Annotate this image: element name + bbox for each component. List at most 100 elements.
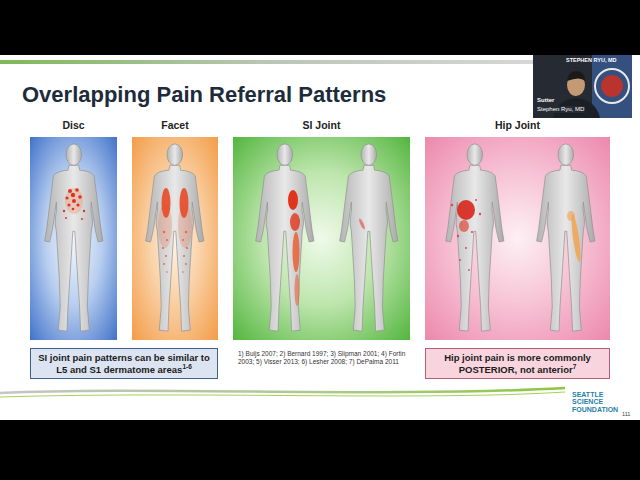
pain-pattern-panel: Hip Joint [425, 137, 610, 340]
hip-joint-pain-area [468, 269, 470, 271]
hip-joint-pain-area [479, 213, 481, 215]
si-joint-pain-area [290, 213, 300, 231]
hip-joint-pain-area [451, 199, 583, 271]
body-figures [537, 144, 595, 331]
note-text: SI joint pain patterns can be similar to… [31, 352, 217, 375]
body-figures [340, 144, 398, 331]
disc-pain-area [83, 210, 85, 212]
webcam-thumbnail [533, 55, 632, 118]
disc-pain-area [65, 188, 83, 214]
header-bar [0, 60, 533, 64]
disc-pain-area [63, 210, 65, 212]
facet-pain-area [183, 255, 185, 257]
si-joint-pain-area [295, 274, 300, 306]
pain-panels [30, 137, 117, 340]
si-joint-pain-area [288, 190, 366, 306]
webcam-thumbnail [601, 75, 623, 97]
note-box: Hip joint pain is more commonly POSTERIO… [425, 348, 610, 379]
hip-joint-pain-area [459, 220, 469, 232]
panel-heading: Hip Joint [415, 119, 620, 131]
disc-pain-area [68, 204, 71, 207]
pain-panels [233, 137, 410, 340]
facet-pain-area [165, 255, 167, 257]
hip-joint-pain-area [459, 259, 461, 261]
citation-superscript: 7 [573, 362, 577, 369]
note-body: Hip joint pain is more commonly POSTERIO… [444, 352, 591, 374]
facet-pain-area [166, 271, 168, 273]
hip-joint-pain-area [451, 204, 454, 207]
disc-pain-area [63, 188, 85, 220]
citation-superscript: 1-6 [182, 362, 191, 369]
pain-panels [132, 137, 218, 340]
facet-pain-area [182, 271, 184, 273]
disc-pain-area [81, 218, 83, 220]
disc-pain-area [71, 193, 75, 197]
hip-joint-pain-area [471, 231, 473, 233]
hip-joint-pain-area [457, 235, 459, 237]
pain-pattern-panel: Disc [30, 137, 117, 340]
slide-number: 111 [622, 411, 630, 418]
disc-pain-area [68, 189, 72, 193]
panel-heading: Disc [20, 119, 127, 131]
disc-pain-area [63, 188, 85, 220]
si-joint-pain-area [358, 218, 366, 230]
facet-pain-area [185, 263, 187, 265]
speaker-name: Stephen Ryu, MD [536, 106, 585, 113]
hip-joint-pain-area [451, 199, 481, 271]
slide-background [0, 55, 640, 420]
hip-joint-pain-area [457, 200, 475, 220]
note-text: Hip joint pain is more commonly POSTERIO… [426, 352, 609, 375]
facet-pain-area [162, 247, 164, 249]
disc-pain-area [65, 217, 67, 219]
disc-pain-area [78, 195, 82, 199]
body-figures [45, 144, 595, 331]
pain-pattern-panel: Facet [132, 137, 218, 340]
body-figures [446, 144, 504, 331]
hip-joint-pain-area [465, 247, 467, 249]
webcam-thumbnail [533, 55, 632, 118]
slide-title: Overlapping Pain Referral Patterns [22, 82, 386, 108]
footer-swoosh [0, 388, 565, 397]
foundation-logo: SEATTLE SCIENCE FOUNDATION [572, 391, 622, 413]
facet-pain-area [162, 231, 188, 273]
facet-pain-area [186, 247, 188, 249]
webcam-thumbnail [592, 55, 632, 118]
hip-joint-pain-area [475, 199, 477, 201]
disc-pain-area [76, 203, 79, 206]
panel-heading: Facet [122, 119, 228, 131]
body-figures [45, 144, 103, 331]
footer-swoosh [0, 388, 565, 393]
body-figures [256, 144, 314, 331]
facet-pain-area [163, 263, 165, 265]
disc-pain-area [72, 208, 75, 211]
webcam-thumbnail [567, 71, 585, 81]
panel-heading: SI Joint [223, 119, 420, 131]
pain-pattern-panel: SI Joint [233, 137, 410, 340]
facet-pain-area [166, 239, 168, 241]
pain-panels [30, 137, 610, 340]
note-box: SI joint pain patterns can be similar to… [30, 348, 218, 379]
hip-joint-pain-area [570, 214, 583, 262]
si-joint-pain-area [293, 232, 300, 272]
body-figures [146, 144, 204, 331]
si-joint-pain-area [288, 190, 298, 210]
facet-pain-area [163, 231, 165, 233]
facet-pain-area [185, 231, 187, 233]
disc-pain-area [75, 188, 79, 192]
facet-pain-area [182, 239, 184, 241]
disc-pain-area [65, 196, 68, 199]
pain-panels [425, 137, 610, 340]
facet-pain-area [162, 188, 171, 218]
facet-pain-area [158, 188, 192, 273]
facet-pain-area [180, 188, 189, 218]
disc-pain-area [72, 199, 76, 203]
hip-joint-pain-area [567, 211, 575, 221]
webcam-logo-text: Sutter [536, 97, 555, 104]
video-bottom-band [0, 420, 640, 480]
speaker-banner: STEPHEN RYU, MD [566, 57, 617, 64]
